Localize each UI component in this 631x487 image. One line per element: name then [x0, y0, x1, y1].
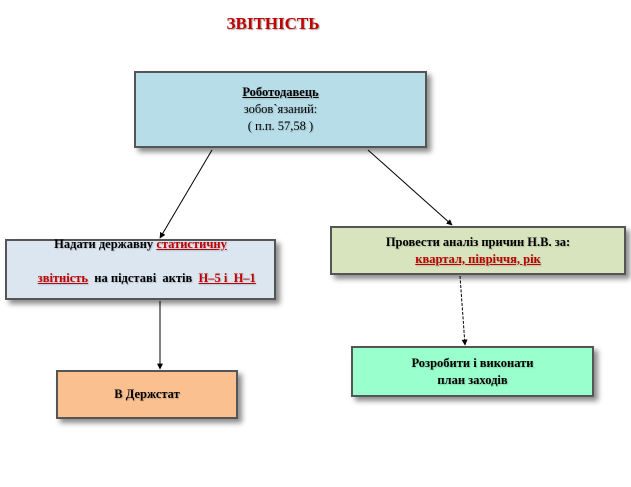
plan-line-2: план заходів: [437, 372, 508, 387]
state-report-reporting: звітність: [37, 270, 89, 285]
arrow-employer-to-state-report: [159, 149, 213, 239]
analysis-box: Провести аналіз причин Н.В. за: квартал,…: [330, 226, 626, 275]
employer-line-2: зобов`язаний:: [243, 102, 318, 116]
state-report-line-2: звітність на підставі актів Н–5 і Н–1: [25, 253, 256, 304]
employer-line-1: Роботодавець: [242, 85, 319, 99]
page-title: ЗВІТНІСТЬ: [226, 14, 320, 33]
state-report-box: Надати державну статистичну звітність на…: [5, 236, 276, 300]
state-report-acts: Н–5 і Н–1: [198, 270, 256, 285]
arrow-analysis-to-plan: [459, 275, 468, 346]
derzhstat-label: В Держстат: [114, 387, 180, 401]
employer-line-3: ( п.п. 57,58 ): [247, 119, 314, 133]
analysis-line-1: Провести аналіз причин Н.В. за:: [385, 234, 571, 249]
arrow-employer-to-analysis: [367, 149, 453, 226]
employer-box: Роботодавець зобов`язаний: ( п.п. 57,58 …: [134, 71, 427, 148]
analysis-periods: квартал, півріччя, рік: [415, 251, 541, 266]
state-report-line-1: Надати державну статистичну: [54, 236, 227, 253]
state-report-text-d: на підставі актів: [88, 270, 199, 285]
state-report-statistical: статистичну: [156, 236, 227, 251]
derzhstat-box: В Держстат: [56, 370, 238, 419]
plan-line-1: Розробити і виконати: [411, 355, 534, 370]
plan-box: Розробити і виконати план заходів: [351, 346, 594, 397]
state-report-text-a: Надати державну: [54, 236, 157, 251]
